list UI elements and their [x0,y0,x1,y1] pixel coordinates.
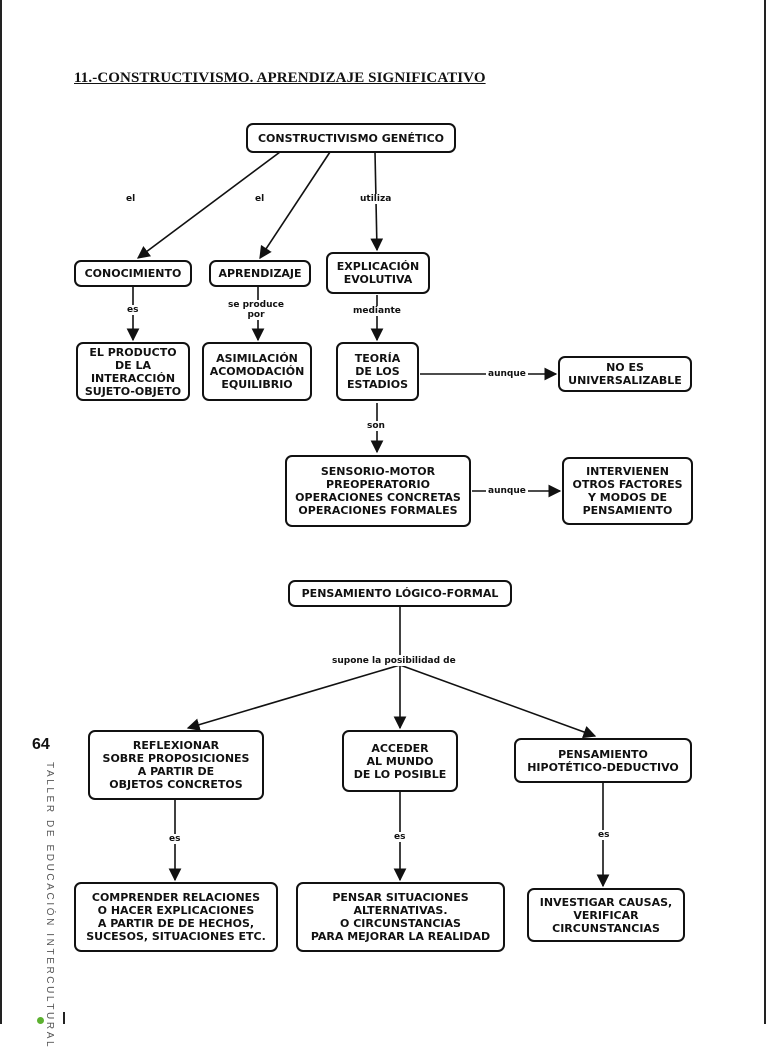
label-aunque-2: aunque [486,486,528,496]
footer-rule [63,1012,65,1024]
node-pensar-situaciones: PENSAR SITUACIONES ALTERNATIVAS. O CIRCU… [296,882,505,952]
page-number: 64 [32,736,50,753]
label-utiliza: utiliza [358,194,394,204]
label-son: son [365,421,387,431]
node-conocimiento: CONOCIMIENTO [74,260,192,287]
label-es-reflexionar: es [167,834,183,844]
page-border-left [0,0,2,1024]
node-asimilacion: ASIMILACIÓN ACOMODACIÓN EQUILIBRIO [202,342,312,401]
node-investigar-causas: INVESTIGAR CAUSAS, VERIFICAR CIRCUNSTANC… [527,888,685,942]
node-estadios-lista: SENSORIO-MOTOR PREOPERATORIO OPERACIONES… [285,455,471,527]
label-el-conocimiento: el [124,194,138,204]
edge-pensamiento-reflexionar [186,664,401,731]
label-es: es [125,305,141,315]
edge-constructivismo-aprendizaje [259,151,331,260]
node-explicacion-evolutiva: EXPLICACIÓN EVOLUTIVA [326,252,430,294]
label-mediante: mediante [351,306,403,316]
page-title: 11.-CONSTRUCTIVISMO. APRENDIZAJE SIGNIFI… [74,70,486,86]
green-dot-marker [37,1017,44,1024]
node-producto-interaccion: EL PRODUCTO DE LA INTERACCIÓN SUJETO-OBJ… [76,342,190,401]
side-running-title: TALLER DE EDUCACIÓN INTERCULTURAL [44,762,55,1049]
node-no-universalizable: NO ES UNIVERSALIZABLE [558,356,692,392]
node-aprendizaje: APRENDIZAJE [209,260,311,287]
label-aunque-1: aunque [486,369,528,379]
node-otros-factores: INTERVIENEN OTROS FACTORES Y MODOS DE PE… [562,457,693,525]
connectors [126,151,610,888]
node-constructivismo-genetico: CONSTRUCTIVISMO GENÉTICO [246,123,456,153]
node-hipotetico-deductivo: PENSAMIENTO HIPOTÉTICO-DEDUCTIVO [514,738,692,783]
label-se-produce-por: se produce por [226,300,286,320]
page-border-right [764,0,766,1024]
label-el-aprendizaje: el [253,194,267,204]
label-es-acceder: es [392,832,408,842]
node-pensamiento-logico-formal: PENSAMIENTO LÓGICO-FORMAL [288,580,512,607]
label-es-hipotetico: es [596,830,612,840]
edge-pensamiento-hipotetico [399,664,597,739]
label-supone-posibilidad: supone la posibilidad de [330,656,458,666]
node-comprender-relaciones: COMPRENDER RELACIONES O HACER EXPLICACIO… [74,882,278,952]
edge-constructivismo-conocimiento [136,151,281,259]
node-teoria-estadios: TEORÍA DE LOS ESTADIOS [336,342,419,401]
node-acceder-mundo-posible: ACCEDER AL MUNDO DE LO POSIBLE [342,730,458,792]
node-reflexionar: REFLEXIONAR SOBRE PROPOSICIONES A PARTIR… [88,730,264,800]
